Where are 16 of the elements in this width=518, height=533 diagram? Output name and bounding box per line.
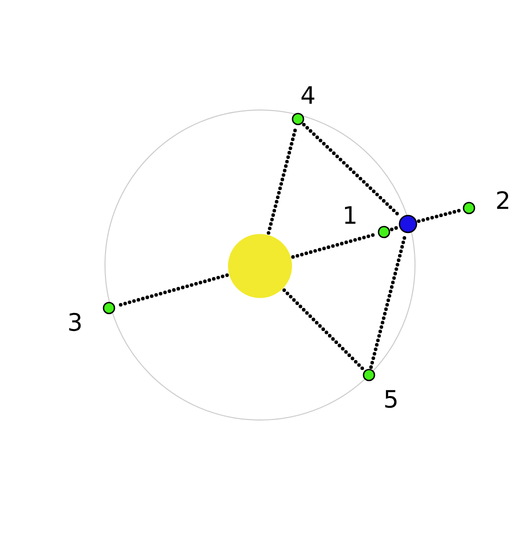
point-number: 3 — [69, 312, 81, 332]
point-number: 1 — [345, 206, 356, 224]
point-number: 2 — [497, 191, 508, 209]
dotted-line — [390, 226, 400, 232]
planet-circle — [398, 214, 418, 234]
point-marker — [378, 226, 390, 238]
point-marker — [362, 368, 376, 382]
sun-circle — [228, 234, 292, 298]
dotted-line — [302, 122, 402, 218]
dotted-line — [416, 208, 463, 223]
point-number: 4 — [302, 86, 314, 104]
dotted-line — [282, 288, 366, 372]
point-number: 5 — [385, 390, 397, 408]
point-marker — [292, 112, 304, 126]
point-marker — [102, 302, 116, 314]
point-marker — [462, 202, 476, 214]
